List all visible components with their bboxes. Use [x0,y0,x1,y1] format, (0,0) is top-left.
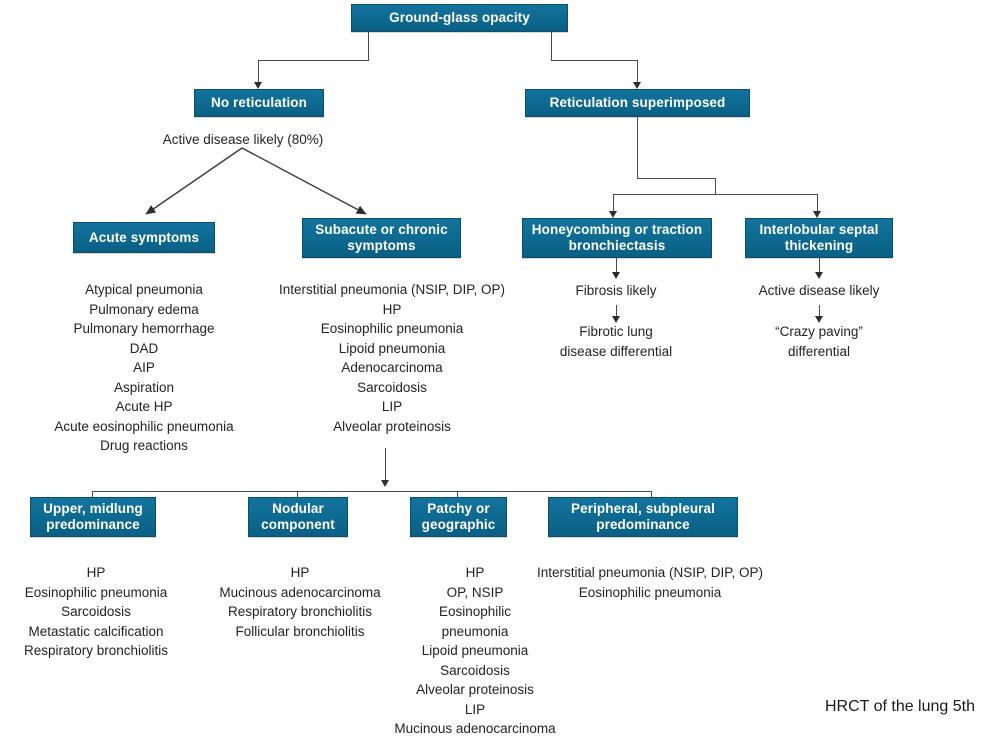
node-honeycombing-traction-bronchiectasis[interactable]: Honeycombing or traction bronchiectasis [522,218,712,258]
node-acute-symptoms[interactable]: Acute symptoms [73,222,215,253]
list-upper-midlung: HP Eosinophilic pneumonia Sarcoidosis Me… [23,565,169,658]
list-patchy: HP OP, NSIP Eosinophilic pneumonia Lipoi… [394,565,556,736]
list-nodular: HP Mucinous adenocarcinoma Respiratory b… [219,565,381,639]
connector-honeycombing-to-fibrosis [616,258,618,274]
node-subacute-chronic-symptoms[interactable]: Subacute or chronic symptoms [302,218,461,258]
node-peripheral-subpleural-predominance[interactable]: Peripheral, subpleural predominance [548,497,738,537]
connector-root-left-vertical [368,32,370,61]
connector-reticulation-vertical [637,117,639,179]
connector-reticulation-jog [637,178,716,180]
label-active-disease-80: Active disease likely (80%) [162,132,324,147]
arrow-to-active-disease-likely [815,272,823,279]
connector-root-right-horizontal [551,60,638,62]
label-fibrotic-lung-differential: Fibrotic lung disease differential [559,324,673,359]
arrow-to-no-reticulation [254,82,262,89]
connector-interlobular-to-active [819,258,821,274]
node-label: Ground-glass opacity [389,10,530,25]
node-label: Patchy or geographic [421,501,496,532]
node-upper-midlung-predominance[interactable]: Upper, midlung predominance [30,497,156,537]
node-label: Acute symptoms [88,229,200,245]
node-label: Subacute or chronic symptoms [315,222,448,253]
arrow-to-reticulation [633,82,641,89]
connector-fibrosis-to-differential [616,305,618,318]
node-label: No reticulation [210,95,307,110]
arrow-to-crazy-paving [815,316,823,323]
arrow-to-fibrosis-likely [612,272,620,279]
node-nodular-component[interactable]: Nodular component [248,497,348,537]
connector-reticulation-jog-drop [715,178,717,195]
connector-interlobular-drop [817,194,819,212]
node-label: Honeycombing or traction bronchiectasis [531,222,703,253]
connector-reticulation-bus [613,194,818,196]
node-reticulation-superimposed[interactable]: Reticulation superimposed [525,89,750,117]
arrow-to-interlobular [813,211,821,218]
arrow-bottom-bus-entry [381,480,389,487]
node-label: Upper, midlung predominance [43,501,143,532]
label-active-disease-likely: Active disease likely [758,283,880,298]
connector-subacute-to-bottom [385,448,387,482]
source-caption: HRCT of the lung 5th [824,698,975,715]
label-fibrosis-likely: Fibrosis likely [575,283,657,298]
connector-root-right-vertical [551,32,553,61]
node-ground-glass-opacity[interactable]: Ground-glass opacity [351,4,568,32]
node-label: Reticulation superimposed [549,95,726,110]
node-label: Interlobular septal thickening [759,222,879,253]
node-label: Nodular component [261,501,335,532]
arrow-to-honeycombing [609,211,617,218]
connector-root-left-horizontal [258,60,369,62]
node-label: Peripheral, subpleural predominance [571,501,715,532]
list-peripheral: Interstitial pneumonia (NSIP, DIP, OP) E… [536,565,764,600]
arrow-to-fibrotic-lung-differential [612,316,620,323]
connector-right-drop [637,60,639,83]
connector-bottom-bus [92,491,652,493]
node-no-reticulation[interactable]: No reticulation [194,89,324,117]
node-interlobular-septal-thickening[interactable]: Interlobular septal thickening [745,218,893,258]
label-crazy-paving-differential: “Crazy paving” differential [775,324,863,359]
list-acute-symptoms: Atypical pneumonia Pulmonary edema Pulmo… [54,282,234,453]
list-subacute-chronic: Interstitial pneumonia (NSIP, DIP, OP) H… [278,282,506,434]
connector-honeycombing-drop [613,194,615,212]
node-patchy-geographic[interactable]: Patchy or geographic [410,497,507,537]
connector-left-drop [258,60,260,83]
connector-active-to-crazy-paving [819,305,821,318]
